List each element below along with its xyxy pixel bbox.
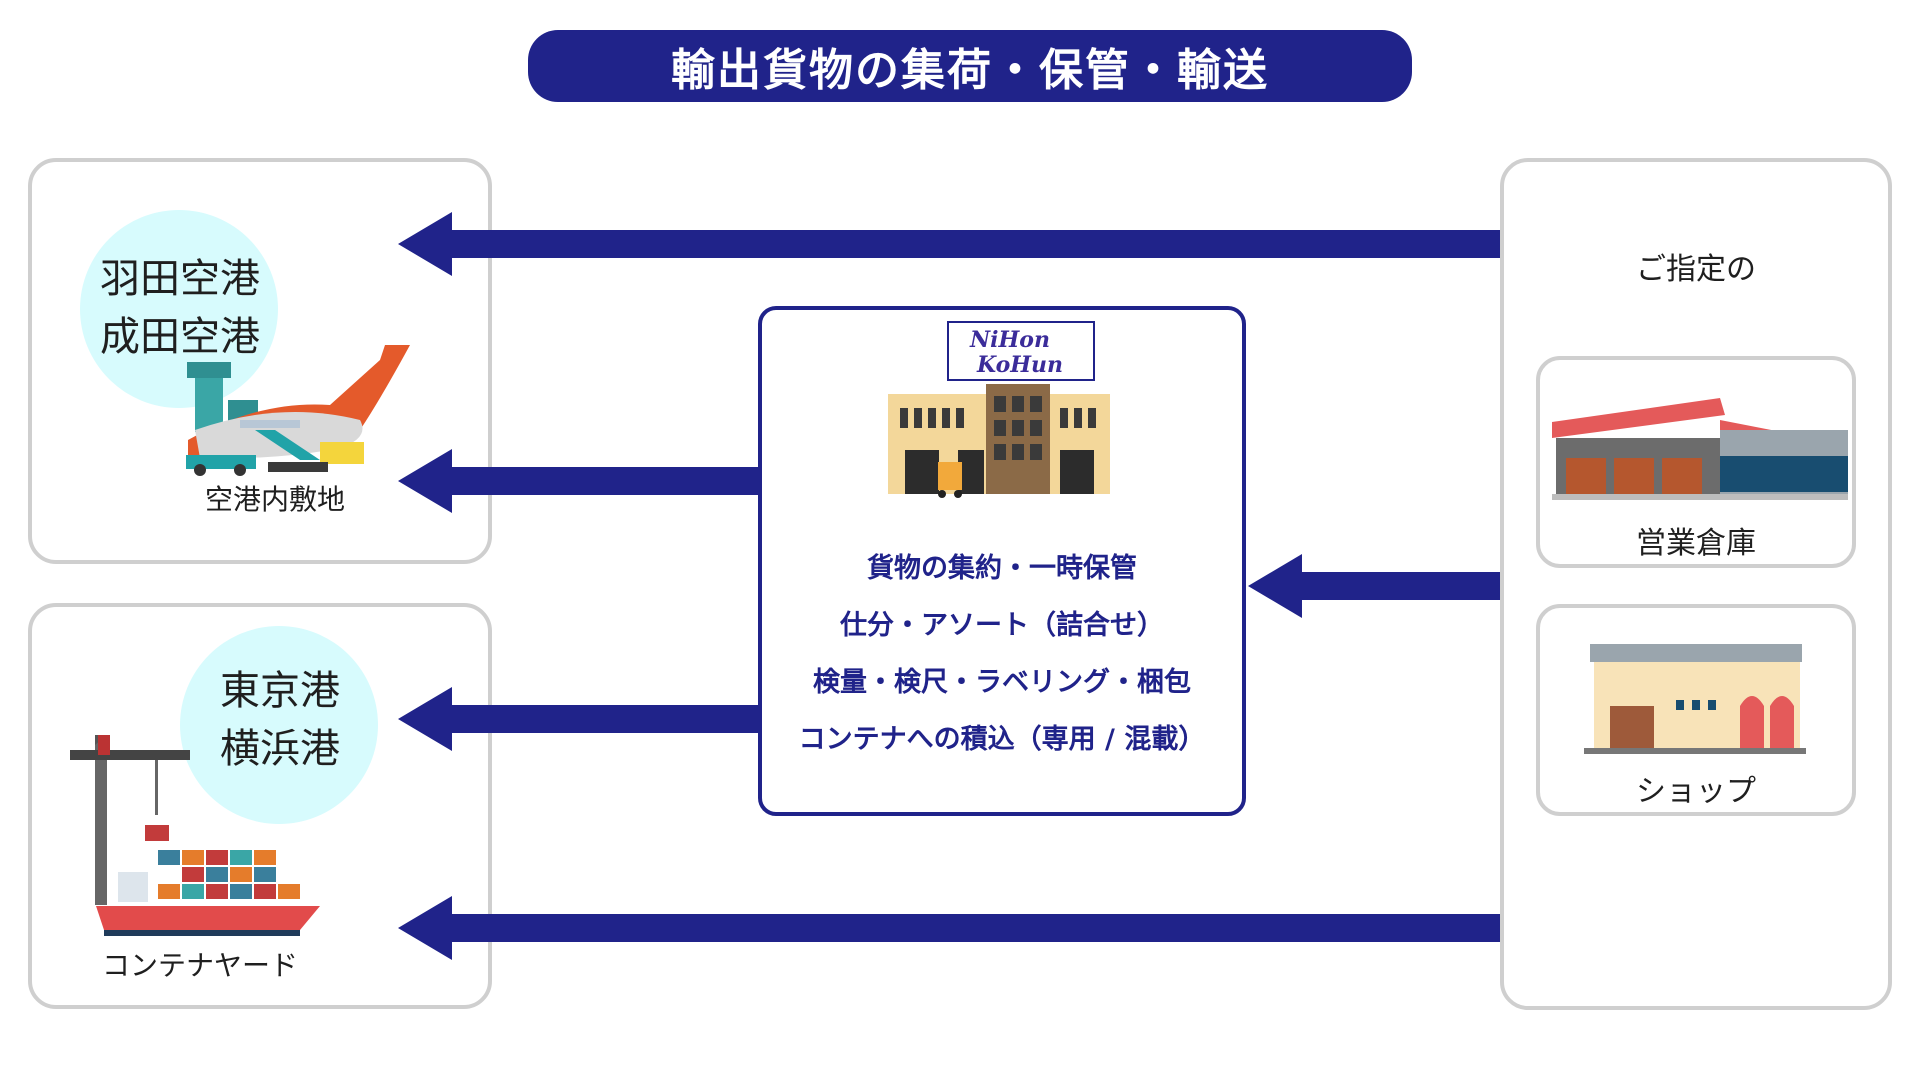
logo-text-2: KoHun	[976, 352, 1063, 378]
seaport-name-1: 東京港	[220, 668, 340, 714]
arrow-to-seaport-bottom	[398, 896, 1500, 960]
logo-text-1: NiHon	[969, 327, 1050, 353]
container-ship-icon	[70, 735, 320, 936]
airport-name-1: 羽田空港	[100, 256, 260, 302]
page-title: 輸出貨物の集荷・保管・輸送	[528, 30, 1412, 102]
warehouse-icon	[1552, 398, 1848, 500]
airport-area-label: 空港内敷地	[204, 483, 345, 516]
operation-item: 検量・検尺・ラベリング・梱包	[813, 667, 1191, 698]
origin-panel	[1500, 158, 1892, 1010]
origin-heading: ご指定の	[1636, 252, 1756, 287]
arrow-to-airport-top	[398, 212, 1500, 276]
shop-label: ショップ	[1636, 774, 1756, 809]
airport-bubble	[80, 210, 278, 408]
shop-icon	[1584, 644, 1806, 754]
seaport-area-label: コンテナヤード	[101, 949, 298, 982]
warehouse-label: 営業倉庫	[1636, 526, 1756, 561]
company-building-icon: NiHon KoHun	[888, 321, 1110, 498]
operation-item: コンテナへの積込（専用 / 混載）	[798, 724, 1206, 755]
seaport-name-2: 横浜港	[220, 726, 340, 772]
operations-list: 貨物の集約・一時保管 仕分・アソート（詰合せ） 検量・検尺・ラベリング・梱包 コ…	[762, 540, 1242, 768]
arrow-center-to-airport	[398, 449, 758, 513]
seaport-bubble	[180, 626, 378, 824]
arrow-origin-to-center	[1248, 554, 1500, 618]
airport-name-2: 成田空港	[100, 314, 260, 360]
operation-item: 貨物の集約・一時保管	[867, 553, 1137, 584]
operation-item: 仕分・アソート（詰合せ）	[840, 610, 1164, 641]
airplane-icon	[186, 345, 410, 476]
arrow-center-to-seaport	[398, 687, 758, 751]
